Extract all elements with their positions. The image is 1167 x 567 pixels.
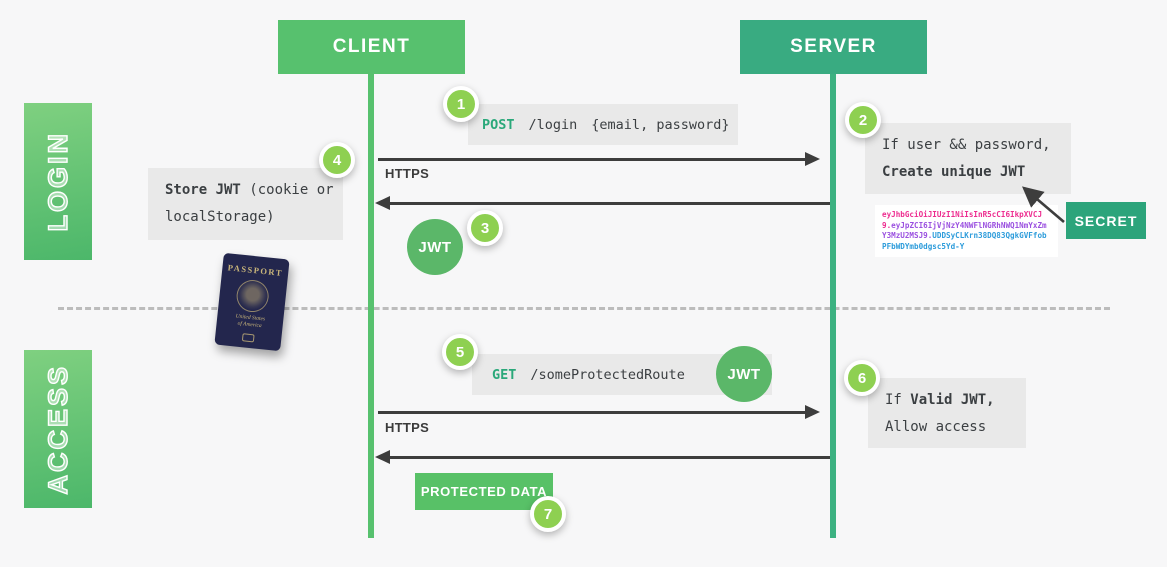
- server-lifeline: [830, 74, 836, 538]
- login-request-body: {email, password}: [591, 116, 730, 133]
- create-jwt-text: Create unique JWT: [882, 164, 1026, 180]
- if-prefix: If: [885, 392, 911, 408]
- passport-country-line2: of America: [237, 320, 262, 330]
- jwt-header-segment: eyJhbGciOiJIUzI1NiIsInR5cCI6IkpXVCJ9.: [882, 210, 1043, 230]
- login-route-path: /login: [528, 116, 578, 133]
- step-5-badge: 5: [442, 334, 478, 370]
- jwt-validation-line2: Allow access: [885, 419, 987, 435]
- login-section-text: LOGIN: [42, 131, 73, 233]
- arrowhead-right-icon: [805, 152, 820, 166]
- server-credential-check-note: If user && password, Create unique JWT: [865, 123, 1071, 194]
- store-jwt-note: Store JWT (cookie or localStorage): [148, 168, 343, 240]
- step-7-badge: 7: [530, 496, 566, 532]
- jwt-circle-access: JWT: [716, 346, 772, 402]
- credential-check-line2: Create unique JWT: [882, 159, 1071, 186]
- store-jwt-bold-text: Store JWT: [165, 182, 241, 198]
- server-jwt-validation-note: If Valid JWT, Allow access: [868, 378, 1026, 448]
- valid-jwt-bold-text: Valid JWT,: [910, 392, 995, 408]
- server-actor-header: SERVER: [740, 20, 927, 74]
- jwt-circle-access-label: JWT: [727, 365, 761, 383]
- http-method-post: POST: [482, 116, 515, 133]
- client-actor-header: CLIENT: [278, 20, 465, 74]
- jwt-payload-segment: eyJpZCI6IjVjNzY4NWFlNGRhNWQ1NmYxZmY3MzU2…: [882, 220, 1047, 241]
- section-divider-dashed-line: [58, 307, 1110, 310]
- access-section-label: ACCESS: [24, 350, 92, 508]
- access-response-arrow: [375, 450, 830, 464]
- step-1-badge: 1: [443, 86, 479, 122]
- login-response-arrow: [375, 196, 830, 210]
- login-request-arrow: [378, 152, 820, 166]
- http-method-get: GET: [492, 366, 517, 383]
- protected-route-path: /someProtectedRoute: [530, 366, 685, 383]
- arrowhead-left-icon: [375, 450, 390, 464]
- client-actor-label: CLIENT: [332, 36, 411, 57]
- jwt-circle-login-label: JWT: [418, 238, 452, 256]
- passport-title: PASSPORT: [227, 262, 284, 279]
- passport-eagle-emblem-icon: [235, 278, 271, 314]
- step-3-badge: 3: [467, 210, 503, 246]
- client-lifeline: [368, 74, 374, 538]
- passport-image: PASSPORT United States of America: [214, 252, 290, 352]
- secret-badge: SECRET: [1066, 202, 1146, 239]
- server-actor-label: SERVER: [790, 36, 877, 57]
- arrowhead-right-icon: [805, 405, 820, 419]
- step-6-badge: 6: [844, 360, 880, 396]
- access-section-text: ACCESS: [42, 363, 73, 495]
- protected-data-label: PROTECTED DATA: [420, 484, 548, 499]
- jwt-signature-segment: UDDSyCLKrn38DQ83QgkGVFfobPFbWDYmb0dgsc5Y…: [882, 231, 1047, 251]
- https-label-access: HTTPS: [385, 420, 430, 435]
- token-to-jwt-annotation-arrow: [1022, 186, 1065, 223]
- jwt-token-string: eyJhbGciOiJIUzI1NiIsInR5cCI6IkpXVCJ9.eyJ…: [875, 205, 1058, 257]
- protected-data-badge: PROTECTED DATA: [415, 473, 553, 510]
- jwt-validation-line1: If Valid JWT,: [885, 387, 1026, 414]
- step-4-badge: 4: [319, 142, 355, 178]
- step-2-badge: 2: [845, 102, 881, 138]
- login-section-label: LOGIN: [24, 103, 92, 260]
- arrowhead-left-icon: [375, 196, 390, 210]
- secret-label: SECRET: [1074, 212, 1138, 229]
- access-request-arrow: [378, 405, 820, 419]
- post-login-request-message: POST /login {email, password}: [468, 104, 738, 145]
- passport-chip-icon: [241, 333, 255, 343]
- credential-check-line1: If user && password,: [882, 137, 1051, 153]
- store-jwt-rest-text: (cookie or localStorage): [165, 182, 334, 225]
- jwt-circle-login: JWT: [407, 219, 463, 275]
- https-label-login: HTTPS: [385, 166, 430, 181]
